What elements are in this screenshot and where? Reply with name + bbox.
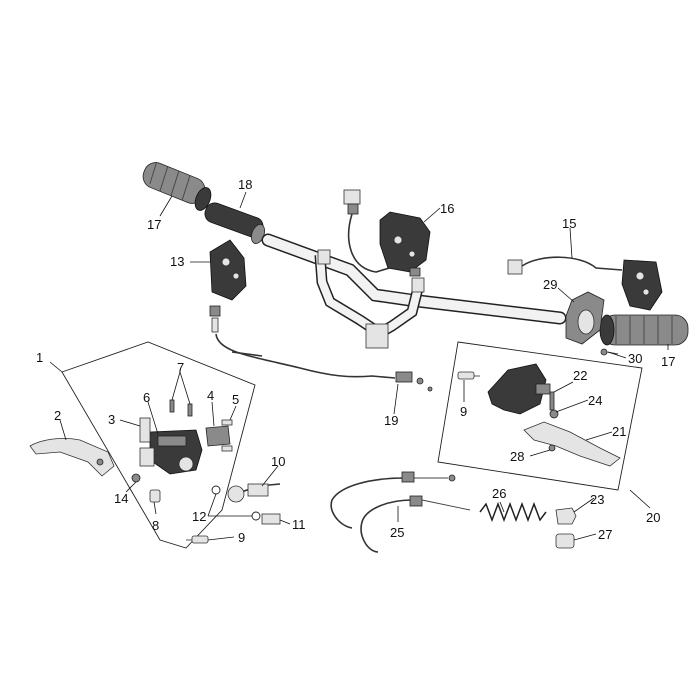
nut-24[interactable]: [549, 409, 559, 419]
label-5[interactable]: 5: [232, 392, 239, 407]
label-3[interactable]: 3: [108, 412, 115, 427]
label-30[interactable]: 30: [628, 351, 642, 366]
nut-28[interactable]: [548, 444, 556, 452]
label-7[interactable]: 7: [177, 360, 184, 375]
label-9-left[interactable]: 9: [238, 530, 245, 545]
master-cylinder[interactable]: [139, 429, 203, 475]
bolt-22[interactable]: [549, 391, 555, 411]
lever-bracket[interactable]: [487, 363, 551, 415]
brake-hose[interactable]: [227, 483, 281, 503]
right-switch-housing-upper[interactable]: [379, 211, 431, 277]
label-18[interactable]: 18: [238, 177, 252, 192]
label-6[interactable]: 6: [143, 390, 150, 405]
right-grip[interactable]: [599, 314, 689, 346]
label-27[interactable]: 27: [598, 527, 612, 542]
switch-9-right[interactable]: [457, 371, 480, 380]
label-23[interactable]: 23: [590, 492, 604, 507]
left-brake-group-outline: [61, 341, 256, 549]
right-brake-group-outline: [437, 341, 643, 491]
label-17-left[interactable]: 17: [147, 217, 161, 232]
switch-wiring-connector[interactable]: [343, 189, 397, 273]
part-number-labels: 1 2 3 4 5 6 7 8 9 10 11 12 13 14 15 16 1…: [36, 177, 675, 545]
banjo-bolt-11[interactable]: [261, 513, 281, 525]
brake-lever-right[interactable]: [523, 421, 621, 467]
label-16[interactable]: 16: [440, 201, 454, 216]
label-8[interactable]: 8: [152, 518, 159, 533]
label-19[interactable]: 19: [384, 413, 398, 428]
label-4[interactable]: 4: [207, 388, 214, 403]
label-24[interactable]: 24: [588, 393, 602, 408]
label-14[interactable]: 14: [114, 491, 128, 506]
leader-lines: [49, 191, 669, 541]
throttle-cover[interactable]: [565, 291, 605, 345]
clamp-4[interactable]: [205, 425, 231, 447]
left-grip[interactable]: [139, 159, 214, 213]
left-switch-housing[interactable]: [209, 239, 247, 301]
bolt-3[interactable]: [139, 417, 151, 443]
label-1[interactable]: 1: [36, 350, 43, 365]
screws-7[interactable]: [169, 399, 193, 417]
label-11[interactable]: 11: [292, 517, 306, 532]
spring-26[interactable]: [479, 501, 547, 523]
label-2[interactable]: 2: [54, 408, 61, 423]
label-17-right[interactable]: 17: [661, 354, 675, 369]
switch-9-left[interactable]: [186, 535, 209, 544]
brake-lever-left[interactable]: [29, 438, 115, 477]
label-12[interactable]: 12: [192, 509, 206, 524]
washer-14[interactable]: [131, 473, 141, 483]
label-28[interactable]: 28: [510, 449, 524, 464]
label-15[interactable]: 15: [562, 216, 576, 231]
throttle-tube[interactable]: [202, 200, 267, 245]
screw-5[interactable]: [221, 419, 233, 452]
right-switch-housing[interactable]: [507, 256, 663, 311]
label-13[interactable]: 13: [170, 254, 184, 269]
label-9-right[interactable]: 9: [460, 404, 467, 419]
pin-23[interactable]: [555, 507, 577, 525]
label-20[interactable]: 20: [646, 510, 660, 525]
label-25[interactable]: 25: [390, 525, 404, 540]
label-10[interactable]: 10: [271, 454, 285, 469]
handlebar[interactable]: [261, 233, 567, 349]
cap-27[interactable]: [555, 533, 575, 549]
label-29[interactable]: 29: [543, 277, 557, 292]
cap-8[interactable]: [149, 489, 161, 503]
brake-cable[interactable]: [330, 471, 471, 553]
label-21[interactable]: 21: [612, 424, 626, 439]
throttle-cable[interactable]: [209, 305, 433, 392]
label-26[interactable]: 26: [492, 486, 506, 501]
label-22[interactable]: 22: [573, 368, 587, 383]
